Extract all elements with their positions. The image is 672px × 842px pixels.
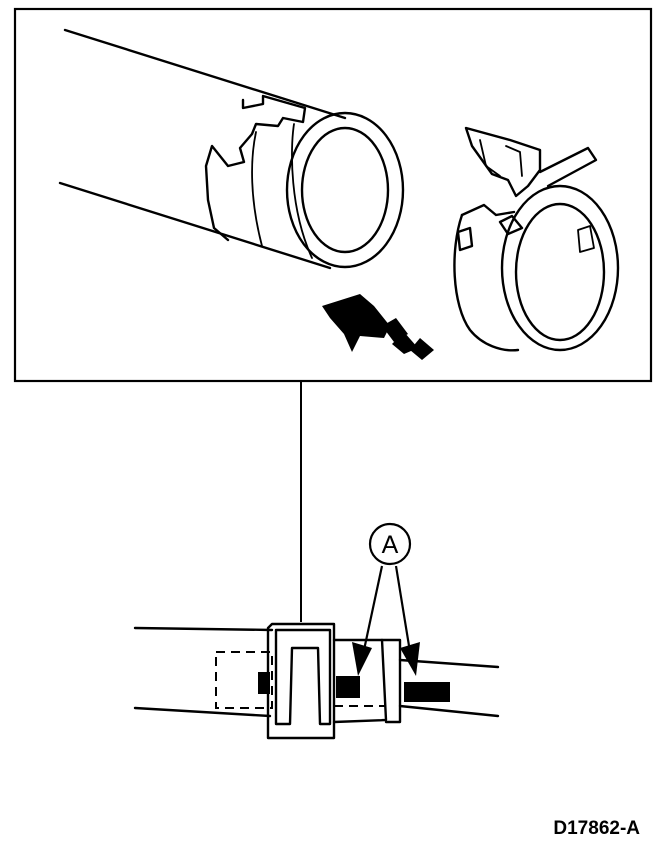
install-direction-arrow [322,294,434,360]
callout-arrow-left-head [352,642,372,676]
callout-a: A [352,522,420,676]
callout-arrow-left-shaft [362,565,384,651]
callout-circle [368,522,412,566]
tube-detail [58,28,405,270]
clamp-tab-left [258,672,270,694]
detail-view-frame [13,7,653,383]
assembled-view [133,622,500,740]
clamp-tab-middle [336,676,360,698]
figure-id: D17862-A [553,818,640,839]
hose-clamp-detail [453,126,620,352]
callout-label: A [382,531,399,559]
callout-arrow-right-shaft [394,565,412,653]
callout-arrow-right-head [400,642,420,676]
clamp-tab-right [404,682,450,702]
